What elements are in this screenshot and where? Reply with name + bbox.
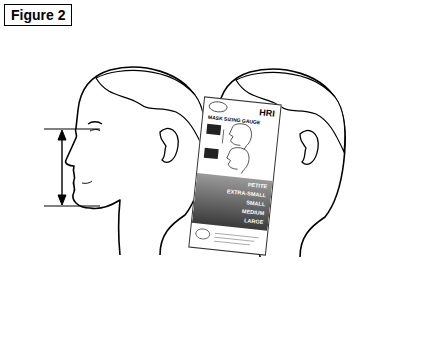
gauge-heading: MASK SIZING GAUGE	[208, 115, 261, 125]
figure-label: Figure 2	[4, 4, 72, 26]
sizing-gauge-card: HRIMASK SIZING GAUGEPETITEEXTRA-SMALLSMA…	[188, 96, 281, 255]
dimension-arrow	[44, 129, 100, 206]
brand-name: HRI	[259, 108, 275, 119]
